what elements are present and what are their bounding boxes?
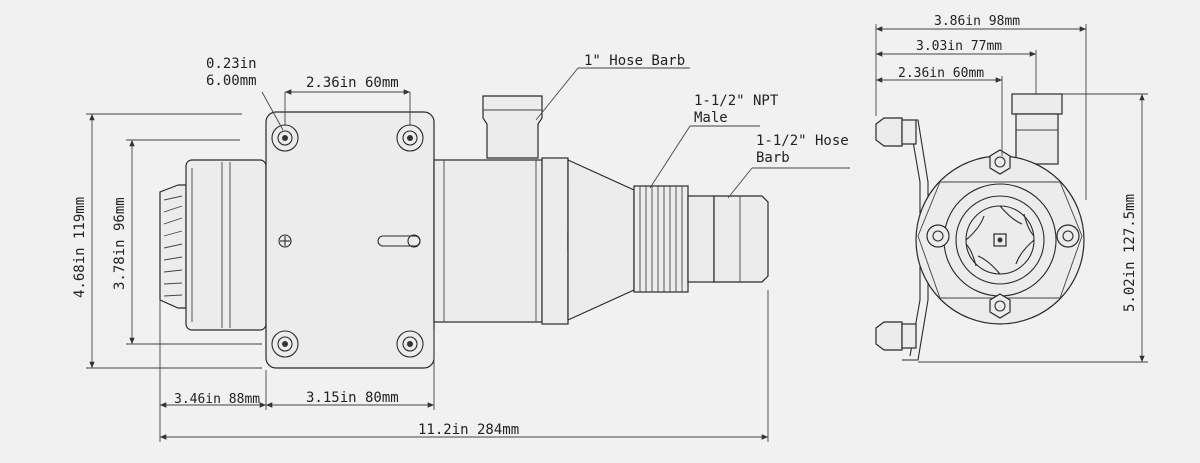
end-width-label: 3.86in 98mm <box>934 14 1020 29</box>
npt-thread <box>633 185 689 293</box>
head-bolt <box>989 293 1011 319</box>
head-bolt <box>1056 224 1080 248</box>
bolt-diameter-mm-label: 6.00mm <box>206 73 257 89</box>
motor-end-cap <box>159 184 187 309</box>
bolt-hole <box>396 330 424 358</box>
impeller-icon <box>965 205 1035 275</box>
side-view <box>159 95 769 369</box>
pump-ring <box>541 157 569 325</box>
end-view <box>875 93 1085 361</box>
outlet-cone <box>567 159 635 321</box>
outlet-hose-barb <box>687 195 769 283</box>
total-length-label: 11.2in 284mm <box>418 422 519 438</box>
bolt-diameter-label: 0.23in <box>206 56 257 72</box>
side-dimensions: 0.23in 6.00mm 2.36in 60mm 1" Hose Barb 1… <box>72 53 850 442</box>
bolt-hole <box>271 330 299 358</box>
top-hose-barb <box>482 95 543 159</box>
hose-barb-label-2: Barb <box>756 150 790 166</box>
end-height-label: 5.02in 127.5mm <box>1122 194 1138 312</box>
pump-body <box>433 159 543 323</box>
head-bolt <box>989 149 1011 175</box>
npt-male-label: Male <box>694 110 728 126</box>
slot-icon <box>377 234 421 248</box>
head-bolt <box>926 224 950 248</box>
end-width-3-label: 2.36in 60mm <box>898 66 984 81</box>
end-width-2-label: 3.03in 77mm <box>916 39 1002 54</box>
bolt-spacing-label: 2.36in 60mm <box>306 75 399 91</box>
hose-barb-label: 1-1/2" Hose <box>756 133 849 149</box>
npt-label: 1-1/2" NPT <box>694 93 779 109</box>
total-height-label: 4.68in 119mm <box>72 197 88 298</box>
top-port <box>1011 93 1063 165</box>
hose-barb-1in-label: 1" Hose Barb <box>584 53 685 69</box>
motor-length-label: 3.46in 88mm <box>174 392 260 407</box>
body-height-label: 3.78in 96mm <box>112 197 128 290</box>
foot-grommet <box>875 321 917 351</box>
flange-length-label: 3.15in 80mm <box>306 390 399 406</box>
foot-grommet <box>875 117 917 147</box>
screw-icon <box>278 234 292 248</box>
motor-housing <box>185 159 267 331</box>
end-dimensions: 3.86in 98mm 3.03in 77mm 2.36in 60mm 5.02… <box>875 14 1148 363</box>
